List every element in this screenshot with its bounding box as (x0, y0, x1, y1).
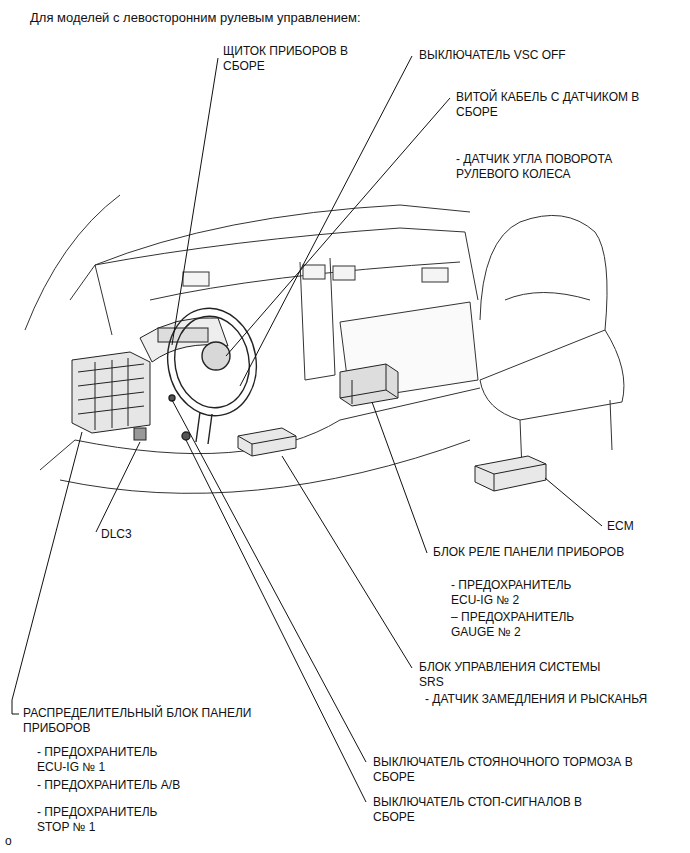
part-label: ЩИТОК ПРИБОРОВ В СБОРЕ (222, 44, 364, 74)
leader-lines-part (226, 98, 450, 356)
leader-lines-part (172, 58, 218, 345)
dashboard-outline-part (95, 228, 465, 265)
part-label: ВЫКЛЮЧАТЕЛЬ СТОЯНОЧНОГО ТОРМОЗА В СБОРЕ (372, 755, 639, 785)
part-label: ВЫКЛЮЧАТЕЛЬ VSC OFF (418, 48, 567, 63)
leader-lines-part (545, 478, 602, 526)
leader-lines-part (96, 442, 140, 532)
part-label: DLC3 (100, 527, 133, 542)
seat (480, 215, 624, 470)
steering-wheel-part (182, 432, 190, 440)
part-label: - ДАТЧИК УГЛА ПОВОРОТА РУЛЕВОГО КОЛЕСА (455, 152, 647, 182)
leader-lines-part (372, 402, 427, 553)
part-label: – ПРЕДОХРАНИТЕЛЬ GAUGE № 2 (450, 610, 602, 640)
air-vents (183, 265, 448, 286)
part-label: ECM (606, 519, 635, 534)
fuse-block-part (72, 352, 150, 433)
ecm-unit-part (475, 456, 546, 491)
seat-part (480, 330, 624, 420)
dlc3-connector (134, 428, 146, 440)
part-label: ВИТОЙ КАБЕЛЬ С ДАТЧИКОМ В СБОРЕ (455, 90, 652, 120)
dashboard-outline-part (465, 232, 478, 300)
part-label: - ПРЕДОХРАНИТЕЛЬ ECU-IG № 2 (450, 578, 602, 608)
air-vents-part (333, 266, 355, 280)
part-label: - ПРЕДОХРАНИТЕЛЬ STOP № 1 (36, 805, 188, 835)
leader-lines-part (282, 456, 412, 668)
dlc3-connector-part (134, 428, 146, 440)
part-label: - ПРЕДОХРАНИТЕЛЬ ECU-IG № 1 (36, 745, 188, 775)
part-label: БЛОК РЕЛЕ ПАНЕЛИ ПРИБОРОВ (432, 545, 625, 560)
steering-wheel-part (159, 301, 264, 423)
srs-ecu (238, 428, 296, 456)
leader-lines-part (240, 56, 412, 386)
steering-wheel-part (202, 342, 230, 370)
dashboard-outline-part (150, 262, 460, 300)
dashboard-outline-part (70, 205, 470, 300)
air-vents-part (422, 268, 448, 282)
dashboard-outline-part (300, 258, 335, 380)
dashboard-outline (25, 195, 480, 493)
seat-part (505, 293, 590, 301)
fuse-block (72, 352, 150, 433)
part-label: - ДАТЧИК ЗАМЕДЛЕНИЯ И РЫСКАНЬЯ (424, 692, 648, 707)
leader-lines-part (12, 432, 82, 714)
srs-ecu-part (238, 436, 296, 456)
part-label: БЛОК УПРАВЛЕНИЯ СИСТЕМЫ SRS (418, 660, 620, 690)
relay-block-part (340, 364, 398, 404)
part-label: - ПРЕДОХРАНИТЕЛЬ A/B (36, 778, 181, 793)
part-label: o (4, 834, 13, 849)
steering-wheel-part (168, 310, 257, 413)
leader-lines-part (186, 440, 366, 802)
air-vents-part (183, 272, 209, 286)
dashboard-outline-part (40, 440, 75, 470)
relay-block (340, 364, 398, 406)
fuse-block-part (78, 364, 144, 414)
diagram-title: Для моделей с левосторонним рулевым упра… (30, 10, 361, 26)
ecm-unit (475, 456, 546, 491)
relay-block-part (340, 364, 398, 406)
srs-ecu-part (238, 428, 296, 456)
fuse-block-part (95, 358, 128, 430)
seat-part (480, 215, 607, 330)
steering-wheel-part (196, 412, 212, 444)
air-vents-part (303, 265, 325, 279)
part-label: РАСПРЕДЕЛИТЕЛЬНЫЙ БЛОК ПАНЕЛИ ПРИБОРОВ (22, 706, 279, 736)
dashboard-outline-part (95, 265, 112, 335)
part-label: ВЫКЛЮЧАТЕЛЬ СТОП-СИГНАЛОВ В СБОРЕ (372, 795, 609, 825)
ecm-unit-part (475, 464, 546, 491)
